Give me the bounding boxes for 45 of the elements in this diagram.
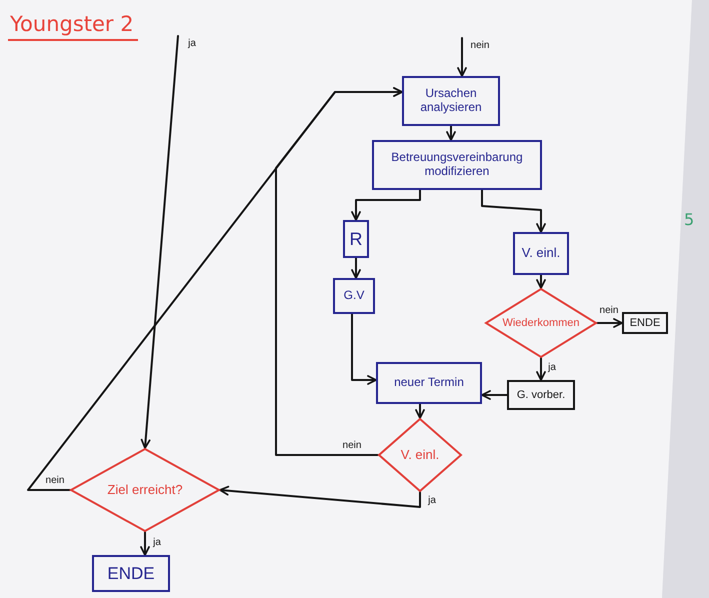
process-box (343, 220, 369, 258)
margin-note: 5 (684, 210, 694, 229)
arrow (351, 257, 361, 279)
step-text: G.V (342, 289, 366, 303)
arrow (536, 357, 546, 381)
process-box (507, 380, 575, 410)
decision-diamond (485, 288, 597, 358)
decision-diamond (70, 448, 220, 532)
process-box (402, 76, 500, 126)
arrow (140, 35, 179, 449)
step-text: V. einl. (520, 246, 562, 261)
arrow (219, 486, 421, 508)
decision-text: V. einl. (400, 448, 440, 462)
edge-label: ja (151, 537, 163, 549)
arrow (481, 189, 546, 233)
process-box (513, 232, 569, 275)
step-text: ENDE (628, 316, 662, 330)
arrow (351, 313, 377, 385)
step-text: R (348, 228, 364, 250)
process-box (622, 312, 668, 334)
arrow (351, 189, 421, 221)
arrow (596, 318, 623, 328)
decision-diamond (378, 418, 462, 492)
step-text: neuer Termin (393, 376, 465, 390)
edge-label: ja (546, 362, 558, 374)
arrow (481, 390, 508, 400)
arrow (415, 403, 425, 419)
process-box (372, 140, 542, 190)
title: Youngster 2 (8, 12, 138, 41)
arrow (27, 87, 403, 491)
step-text: Betreuungsvereinbarung modifizieren (390, 151, 524, 179)
edge-label: ja (426, 495, 438, 507)
decision-text: Ziel erreicht? (106, 482, 184, 498)
step-text: ENDE (106, 564, 156, 584)
arrow (446, 125, 456, 141)
step-text: G. vorber. (516, 388, 566, 402)
process-box (376, 362, 482, 404)
arrow (536, 274, 546, 289)
arrow (457, 37, 467, 77)
process-box (92, 555, 170, 592)
arrow (140, 531, 150, 556)
step-text: Ursachen analysieren (419, 87, 483, 115)
edge-label: ja (186, 38, 198, 50)
decision-text: Wiederkommen (501, 316, 581, 330)
process-box (333, 278, 375, 314)
